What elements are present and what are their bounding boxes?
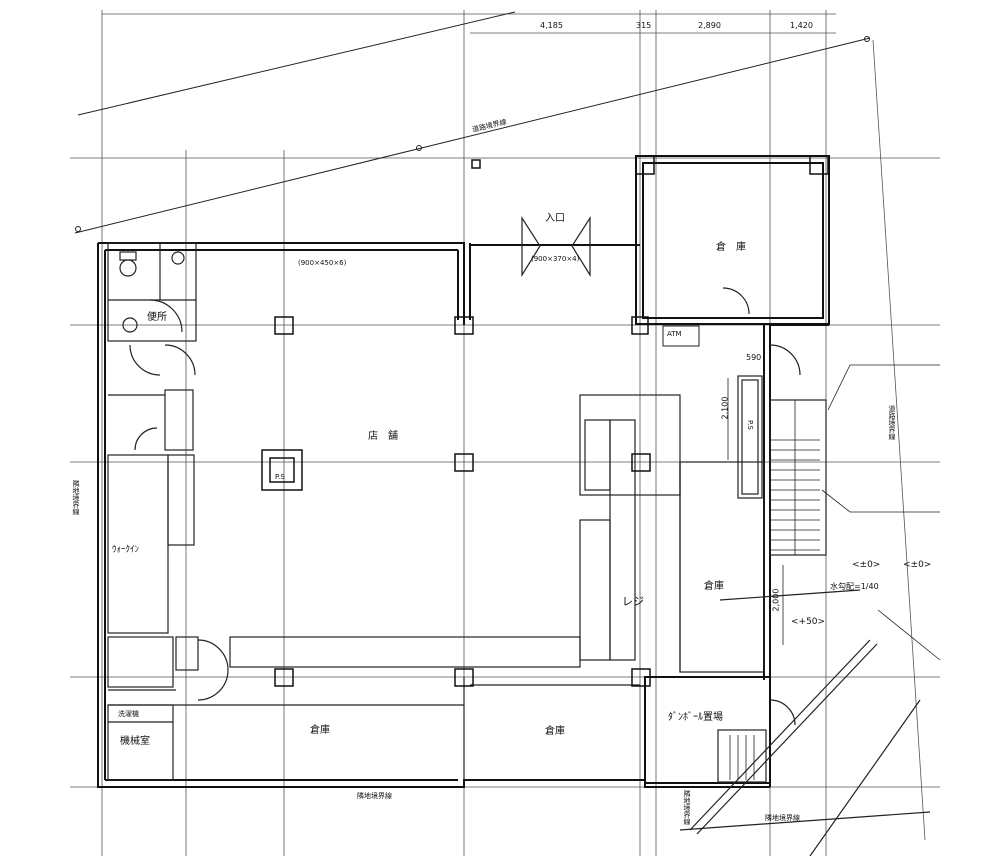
room-warehouse-bottom-mid: 倉庫 <box>545 726 565 737</box>
dim-2890: 2,890 <box>698 21 721 30</box>
grid-lines <box>70 10 940 856</box>
room-washroom: 洗濯機 <box>118 710 139 718</box>
level-0b: <±0> <box>903 560 932 570</box>
leader-lines <box>727 364 941 661</box>
room-store: 店 舗 <box>368 431 398 442</box>
interior-walls <box>107 215 827 783</box>
road-boundary-lines <box>74 11 871 234</box>
room-machine: 機械室 <box>120 736 150 747</box>
room-warehouse-top: 倉 庫 <box>716 242 746 253</box>
ps-right-label: P.S <box>746 420 754 430</box>
neighbor-vertical-label: 隣地境界線 <box>683 790 691 825</box>
atm-label: ATM <box>667 330 682 338</box>
level-0a: <±0> <box>852 560 881 570</box>
columns <box>261 155 829 687</box>
dim-2000: 2,000 <box>771 588 781 612</box>
hatched-boundary <box>679 589 931 856</box>
room-cardboard: ﾀﾞﾝﾎﾞｰﾙ置場 <box>668 712 723 723</box>
neighbor-bottom-label: 隣地境界線 <box>357 792 392 800</box>
room-toilet: 便所 <box>147 312 167 323</box>
neighbor-left-label: 隣地境界線 <box>72 480 80 515</box>
room-register: レジ <box>622 595 644 608</box>
dim-1420: 1,420 <box>790 21 813 30</box>
entrance-label: 入口 <box>545 213 565 224</box>
dim-2100: 2,100 <box>720 396 730 420</box>
ps-left-label: P.S <box>275 473 285 481</box>
level-50: <+50> <box>791 617 826 627</box>
dim-315: 315 <box>636 21 652 30</box>
dim-4185: 4,185 <box>540 21 563 30</box>
neighbor-bottom-right-label: 隣地境界線 <box>765 814 800 822</box>
dim-590: 590 <box>746 353 762 362</box>
room-warehouse-bottom-left: 倉庫 <box>310 725 330 736</box>
room-walkin: ｳｫｰｸｲﾝ <box>112 545 140 555</box>
window-entrance-note: (900×370×4) <box>531 255 580 263</box>
room-warehouse-right: 倉庫 <box>704 581 724 592</box>
road-boundary-right-label: 道路境界線 <box>888 405 896 440</box>
window-top-note: (900×450×6) <box>298 259 347 267</box>
atm-box <box>662 325 700 347</box>
slope-note: 水勾配=1/40 <box>830 582 879 591</box>
